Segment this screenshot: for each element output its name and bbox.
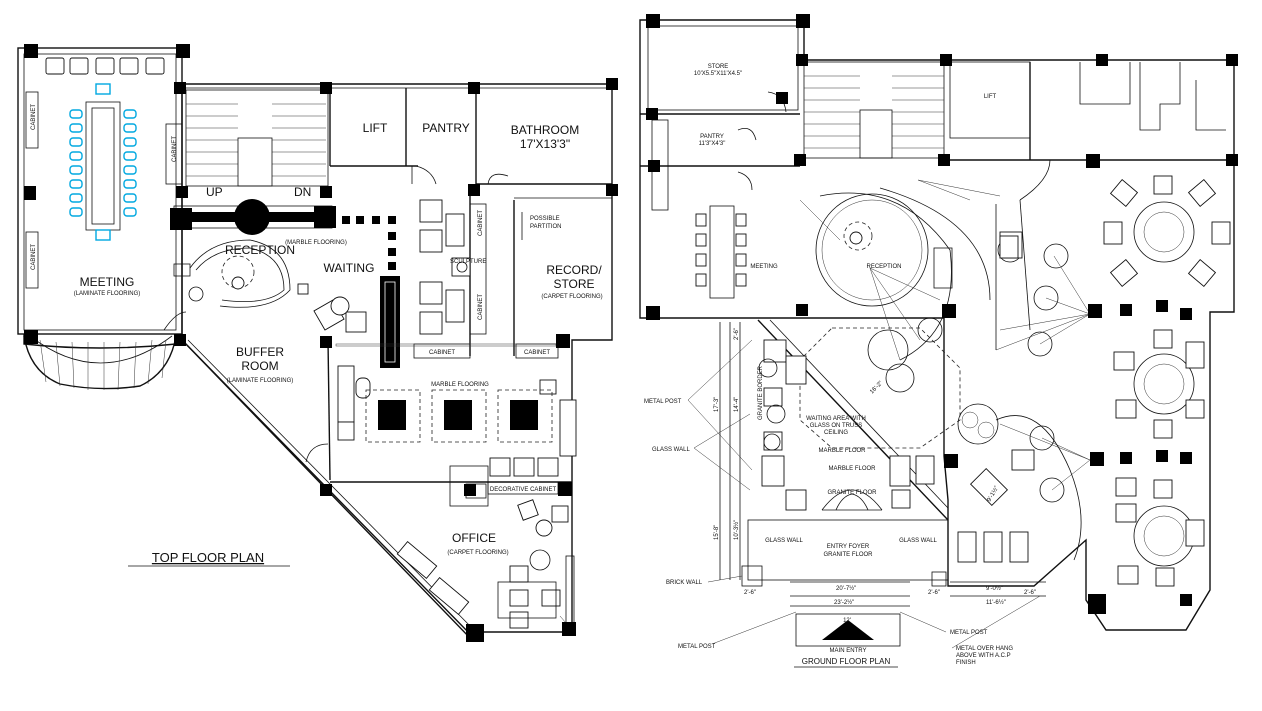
lounge-seating: [1027, 201, 1195, 567]
g-glass-wall-2: GLASS WALL: [899, 538, 937, 544]
g-dim-2: 23'-2½": [834, 599, 854, 606]
ground-floor-outline: [639, 19, 1235, 631]
waiting-label: WAITING: [324, 261, 375, 275]
record-floor-label: (CARPET FLOORING): [541, 294, 602, 300]
meeting-room-label: MEETING: [80, 275, 135, 289]
decorative-cabinet-label: DECORATIVE CABINET: [490, 487, 557, 493]
g-reception-label: RECEPTION: [866, 264, 901, 270]
g-waiting1: WAITING AREA WITH: [806, 416, 866, 422]
bathroom-size-label: 17'X13'3": [520, 137, 570, 151]
g-main-entry: MAIN ENTRY: [830, 648, 867, 654]
g-dim-1: 20'-7½": [836, 585, 856, 592]
top-floor-plan-title: TOP FLOOR PLAN: [152, 550, 264, 565]
lounge-tables: [365, 389, 553, 443]
g-dim-15: 16'-2": [869, 380, 884, 395]
stair-down-label: DN: [294, 185, 311, 199]
cabinet-label-5: CABINET: [478, 210, 484, 236]
g-metal-post-1: METAL POST: [644, 399, 682, 405]
g-marble-floor: MARBLE FLOOR: [818, 448, 866, 454]
g-waiting2: GLASS ON TRUSS: [810, 423, 863, 429]
g-dim-10: 10'-3½": [733, 520, 740, 540]
g-meeting-label: MEETING: [750, 264, 778, 270]
ground-floor-plan-title: GROUND FLOOR PLAN: [802, 657, 891, 666]
g-dim-7: 2'-6": [928, 590, 940, 596]
lift-label: LIFT: [363, 121, 388, 135]
g-store-label: STORE: [708, 64, 729, 70]
partition-label: PARTITION: [530, 224, 561, 230]
store-label: STORE: [553, 277, 594, 291]
stair-up-label: UP: [206, 185, 223, 199]
bathroom-label: BATHROOM: [511, 123, 579, 137]
record-label: RECORD/: [546, 263, 602, 277]
cabinet-label-6: CABINET: [478, 294, 484, 320]
sculpture-label: SCULPTURE: [450, 259, 486, 265]
g-dim-11: 15'-8": [714, 525, 720, 540]
cabinet-label-2: CABINET: [31, 244, 37, 270]
g-overhang-3: FINISH: [956, 660, 976, 666]
entry-foyer: [747, 519, 949, 581]
store-room: [647, 25, 799, 111]
meeting-bay-window: [23, 335, 177, 390]
top-floor-plan: CABINET CABINET MEETING (LAMINATE FLOORI…: [17, 44, 618, 642]
conference-table: [85, 101, 121, 231]
g-marble-floor-2: MARBLE FLOOR: [828, 466, 876, 472]
buffer-room-label: ROOM: [241, 359, 278, 373]
g-pantry-label: PANTRY: [700, 134, 724, 140]
reception-floor-label: (MARBLE FLOORING): [285, 240, 347, 246]
g-granite-border: GRANITE BORDER: [758, 365, 764, 420]
g-waiting3: CEILING: [824, 430, 848, 436]
cabinet-label-7: CABINET: [429, 350, 455, 356]
g-dim-9: 17'-3": [714, 397, 720, 412]
top-floor-columns: [24, 44, 618, 642]
buffer-label: BUFFER: [236, 345, 284, 359]
cabinet-label-1: CABINET: [31, 104, 37, 130]
office-floor-label: (CARPET FLOORING): [447, 550, 508, 556]
g-overhang-1: METAL OVER HANG: [956, 646, 1013, 652]
buffer-floor-label: (LAMINATE FLOORING): [227, 378, 294, 384]
g-lift-label: LIFT: [984, 94, 997, 100]
g-store-size: 10'X5.5"X11'X4.5": [694, 71, 742, 77]
cabinet-label-4: CABINET: [524, 350, 550, 356]
ground-floor-columns: [646, 14, 1238, 614]
g-entry-label: ENTRY FOYER: [827, 544, 870, 550]
g-dim-5: 11'-6½": [986, 599, 1006, 606]
pantry-label: PANTRY: [422, 121, 470, 135]
g-metal-post-3: METAL POST: [950, 630, 988, 636]
g-brick-wall: BRICK WALL: [666, 580, 703, 586]
g-dim-8: 2'-6": [1024, 590, 1036, 596]
g-dim-12: 12': [843, 618, 851, 624]
possible-label: POSSIBLE: [530, 216, 560, 222]
g-dim-13: 2'-6": [734, 328, 740, 340]
g-glass-wall-1: GLASS WALL: [765, 538, 803, 544]
g-pantry-size: 11'3"X4'3": [699, 141, 726, 147]
g-glass-wall-3: GLASS WALL: [652, 447, 690, 453]
g-dim-4: 9'-0½": [986, 585, 1003, 592]
g-entry-floor: GRANITE FLOOR: [823, 552, 873, 558]
g-overhang-2: ABOVE WITH A.C.P: [956, 653, 1011, 659]
marble-flooring-label: MARBLE FLOORING: [431, 382, 489, 388]
cabinet-label-3: CABINET: [172, 136, 178, 162]
g-dim-12b: 14'-4": [734, 397, 740, 412]
ground-floor-plan: STORE 10'X5.5"X11'X4.5" PANTRY 11'3"X4'3…: [639, 14, 1238, 668]
office-label: OFFICE: [452, 531, 496, 545]
meeting-floor-label: (LAMINATE FLOORING): [74, 291, 141, 297]
g-dim-6: 2'-6": [744, 590, 756, 596]
g-granite-floor: GRANITE FLOOR: [827, 490, 877, 496]
g-metal-post-2: METAL POST: [678, 644, 716, 650]
